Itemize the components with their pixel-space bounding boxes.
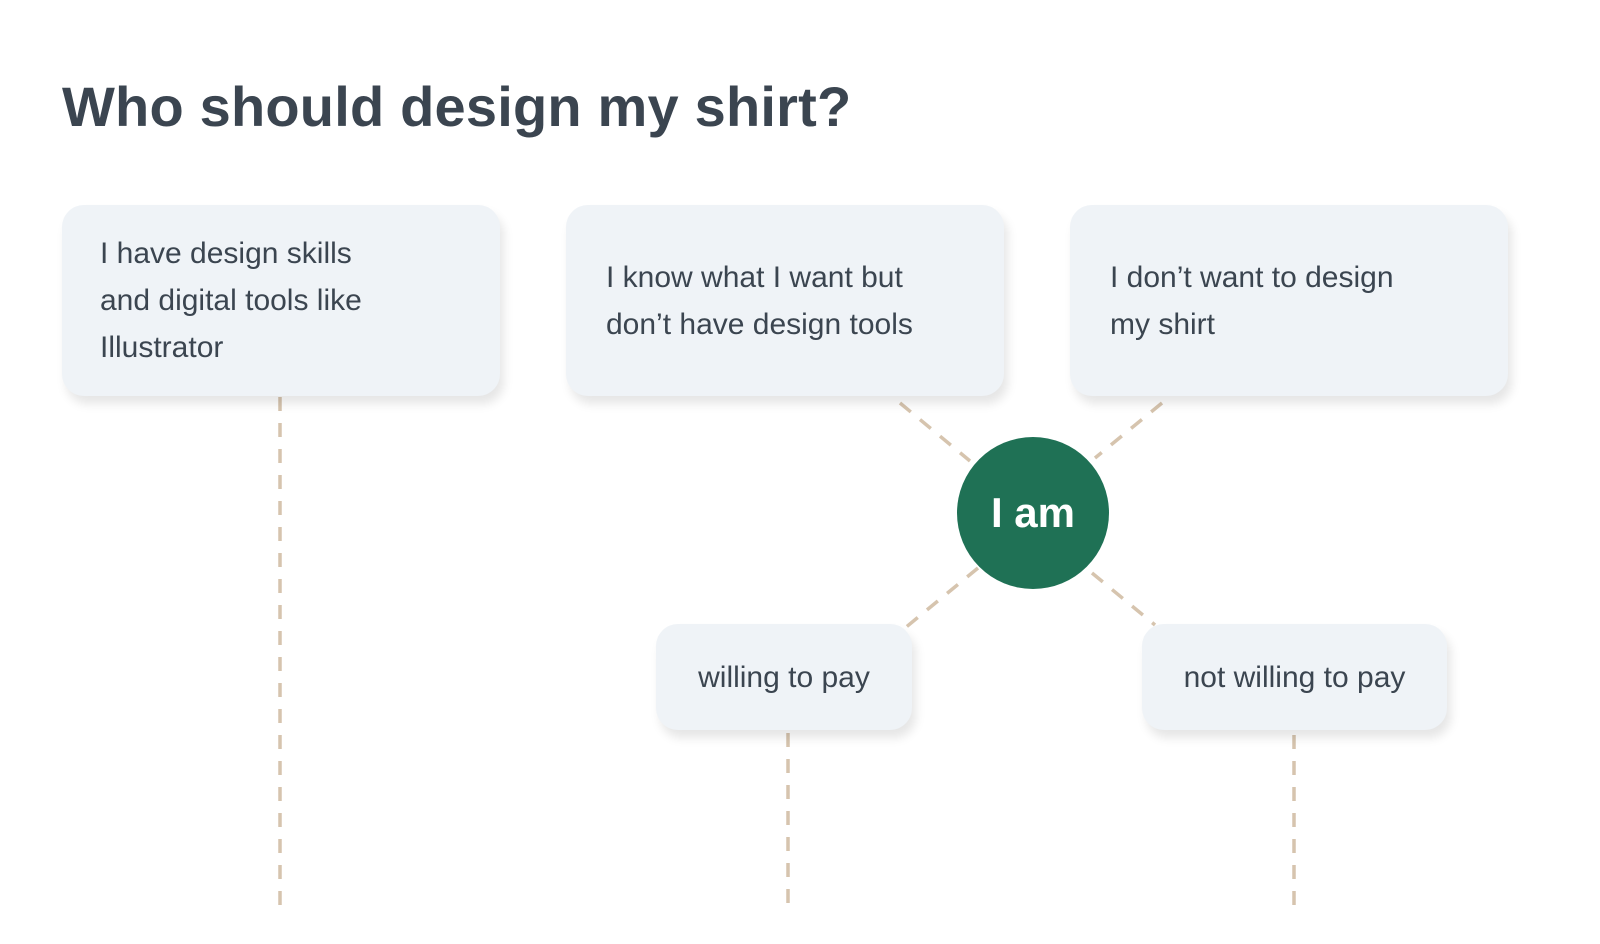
text-line: my shirt bbox=[1110, 307, 1215, 341]
page-title: Who should design my shirt? bbox=[62, 75, 852, 138]
text-line: don’t have design tools bbox=[606, 307, 913, 341]
option-dont-want-to-design-text: I don’t want to design my shirt bbox=[1110, 254, 1394, 348]
connector-center-willing bbox=[903, 566, 980, 630]
text-line: I know what I want but bbox=[606, 260, 903, 294]
center-node-label: I am bbox=[990, 489, 1076, 536]
option-know-what-i-want: I know what I want but don’t have design… bbox=[566, 205, 1004, 396]
option-design-skills-text: I have design skills and digital tools l… bbox=[100, 230, 362, 371]
option-not-willing-to-pay: not willing to pay bbox=[1142, 624, 1447, 730]
center-node-i-am: I am bbox=[957, 437, 1109, 589]
option-willing-to-pay-label: willing to pay bbox=[698, 660, 870, 694]
connector-center-notwilling bbox=[1090, 571, 1157, 627]
option-dont-want-to-design: I don’t want to design my shirt bbox=[1070, 205, 1508, 396]
option-willing-to-pay: willing to pay bbox=[656, 624, 912, 730]
text-line: and digital tools like bbox=[100, 284, 362, 317]
option-know-what-i-want-text: I know what I want but don’t have design… bbox=[606, 254, 913, 348]
connector-option3-center bbox=[1093, 401, 1164, 460]
text-line: I have design skills bbox=[100, 237, 352, 270]
connector-option2-center bbox=[898, 401, 972, 463]
text-line: Illustrator bbox=[100, 331, 224, 364]
option-not-willing-to-pay-label: not willing to pay bbox=[1183, 660, 1406, 694]
option-design-skills: I have design skills and digital tools l… bbox=[62, 205, 500, 396]
text-line: I don’t want to design bbox=[1110, 260, 1394, 294]
